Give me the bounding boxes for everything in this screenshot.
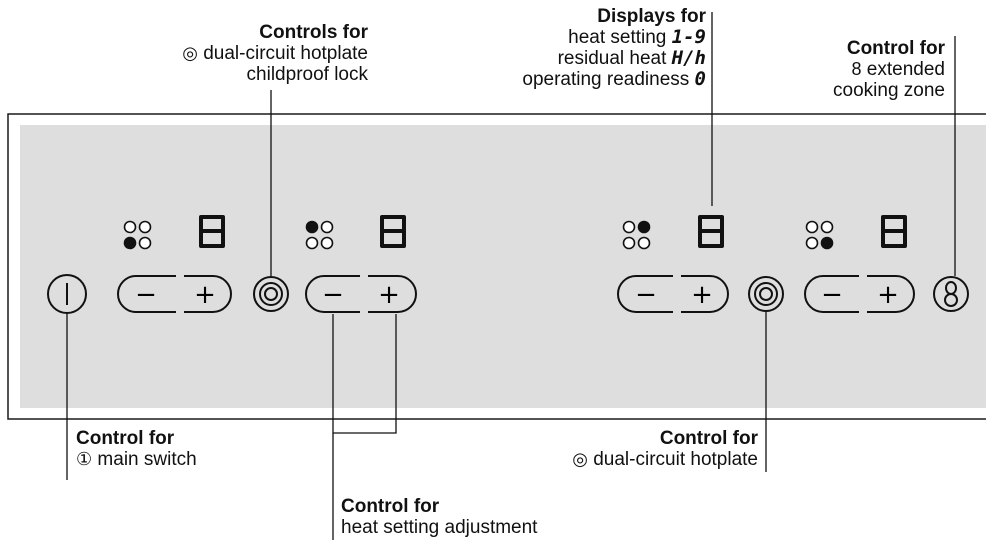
extended-zone-icon: 8 (851, 59, 862, 79)
label-controls-dual-circuit-childproof: Controls for ◎ dual-circuit hotplate chi… (182, 22, 368, 85)
zone-indicator-front-left (123, 220, 152, 250)
plus-button-3[interactable]: + (691, 280, 713, 310)
label-line: heat setting adjustment (341, 517, 538, 538)
label-line: childproof lock (246, 64, 368, 85)
label-title: Control for (659, 428, 758, 449)
main-switch-button[interactable] (47, 274, 87, 314)
label-title: Control for (846, 38, 945, 59)
label-line: 8 extended (833, 59, 945, 80)
segment-glyph: 1-9 (671, 26, 706, 48)
label-text: dual-circuit hotplate (197, 43, 368, 64)
label-extended-zone: Control for 8 extended cooking zone (833, 38, 945, 101)
digit-display-1 (199, 215, 225, 248)
heat-control-front-right[interactable] (804, 275, 915, 313)
leader-lines (66, 12, 956, 540)
zone-indicator-rear-right (622, 220, 651, 250)
minus-button-4[interactable]: − (821, 280, 843, 310)
label-text: residual heat (557, 48, 672, 69)
dual-circuit-button-left[interactable] (253, 276, 289, 312)
label-text: dual-circuit hotplate (587, 449, 758, 470)
zone-indicator-front-right (805, 220, 834, 250)
label-title: Control for (341, 496, 440, 517)
segment-glyph: 0 (694, 68, 706, 90)
zone-indicator-rear-left (305, 220, 334, 250)
minus-button-1[interactable]: − (135, 280, 157, 310)
heat-control-front-left[interactable] (117, 275, 232, 313)
label-line: heat setting 1-9 (522, 26, 706, 49)
heat-control-rear-right[interactable] (617, 275, 729, 313)
label-text: main switch (92, 449, 197, 470)
label-dual-circuit: Control for ◎ dual-circuit hotplate (572, 428, 758, 470)
plus-button-2[interactable]: + (378, 280, 400, 310)
label-line: residual heat H/h (522, 47, 706, 70)
dual-circuit-icon: ◎ (182, 43, 198, 63)
dual-circuit-button-right[interactable] (748, 276, 784, 312)
panel-surface (20, 125, 986, 408)
heat-control-rear-left[interactable] (305, 275, 417, 313)
label-line: cooking zone (833, 80, 945, 101)
label-line: operating readiness 0 (522, 68, 706, 91)
plus-button-4[interactable]: + (877, 280, 899, 310)
label-heat-setting: Control for heat setting adjustment (341, 496, 537, 538)
label-line: ◎ dual-circuit hotplate (572, 449, 758, 470)
label-text: operating readiness (522, 69, 695, 90)
label-line: ◎ dual-circuit hotplate (182, 43, 368, 64)
label-line: ① main switch (76, 449, 197, 470)
minus-button-2[interactable]: − (322, 280, 344, 310)
dual-circuit-icon: ◎ (572, 449, 588, 469)
label-displays: Displays for heat setting 1-9 residual h… (522, 6, 706, 90)
label-text: extended (861, 59, 945, 80)
minus-button-3[interactable]: − (635, 280, 657, 310)
label-title: Controls for (259, 22, 368, 43)
extended-zone-button[interactable] (933, 276, 969, 312)
segment-glyph: H/h (671, 47, 706, 69)
power-icon: ① (76, 449, 93, 469)
digit-display-3 (698, 215, 724, 248)
label-title: Control for (76, 428, 175, 449)
plus-button-1[interactable]: + (194, 280, 216, 310)
digit-display-2 (380, 215, 406, 248)
label-main-switch: Control for ① main switch (76, 428, 197, 470)
label-text: heat setting (568, 27, 672, 48)
digit-display-4 (881, 215, 907, 248)
label-title: Displays for (597, 6, 706, 27)
